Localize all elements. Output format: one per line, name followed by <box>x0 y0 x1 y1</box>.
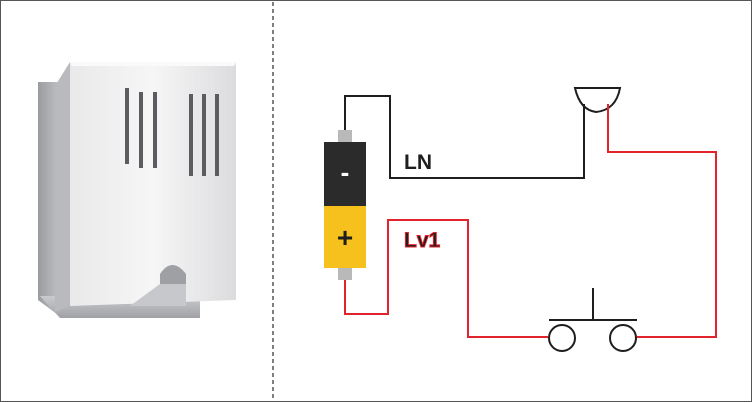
live-wire-battery-to-button <box>344 219 548 338</box>
battery-terminal-positive <box>338 266 352 280</box>
push-button-contact-left <box>548 324 576 352</box>
push-button-symbol <box>548 288 637 352</box>
battery-positive-symbol: + <box>337 222 353 253</box>
vent-slot <box>153 92 157 168</box>
housing-front-face <box>70 62 236 306</box>
bell-symbol <box>573 87 622 114</box>
bell-housing-photo <box>38 62 236 318</box>
neutral-wire-label: LN <box>404 151 432 174</box>
housing-notch-ramp <box>130 284 186 306</box>
vent-slot <box>189 94 193 176</box>
neutral-wire <box>344 95 585 179</box>
live-wire-button-to-bell <box>607 110 717 338</box>
battery-terminal-negative <box>338 130 352 144</box>
housing-top-bevel <box>70 62 236 66</box>
vent-slot <box>125 88 129 164</box>
bell-cup <box>573 87 622 114</box>
vent-slot <box>215 94 219 176</box>
live-wire-label: Lv1 <box>404 229 441 252</box>
vent-slot <box>202 94 206 176</box>
battery: - + <box>324 130 366 280</box>
housing-side-face <box>55 62 70 312</box>
vent-slot <box>139 92 143 168</box>
push-button-contact-right <box>609 324 637 352</box>
battery-negative-symbol: - <box>341 157 350 187</box>
battery-positive-half <box>324 206 366 268</box>
battery-negative-half <box>324 142 366 206</box>
